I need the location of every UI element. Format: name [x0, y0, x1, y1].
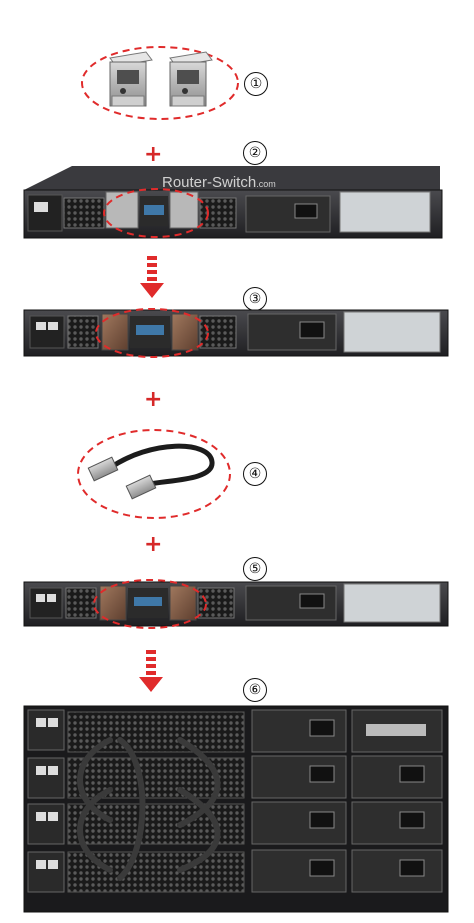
stacked-switch-2	[27, 755, 443, 799]
plus-sign-3: +	[144, 532, 163, 557]
stack-adapter-icon	[81, 46, 239, 120]
switch-rear-step-3	[23, 308, 449, 358]
arrow-down-icon	[139, 650, 163, 692]
switch-rear-step-2	[23, 166, 443, 239]
step-2-number: ②	[243, 141, 267, 165]
watermark-text: Router-Switch.com	[162, 174, 276, 191]
stack-cable-icon	[77, 429, 231, 519]
arrow-down-icon	[140, 256, 164, 298]
step-6-number: ⑥	[243, 678, 267, 702]
step-4-number: ④	[243, 462, 267, 486]
stack-adapter-left	[109, 51, 153, 107]
switch-stack	[23, 705, 449, 913]
plus-sign-1: +	[144, 142, 163, 167]
stack-cables	[77, 737, 221, 881]
switch-rear-step-5	[23, 579, 449, 629]
step-1-number: ①	[244, 72, 268, 96]
stacked-switch-4	[27, 849, 443, 893]
stack-adapter-right	[169, 51, 213, 107]
stacked-switch-1	[27, 709, 443, 753]
plus-sign-2: +	[144, 387, 163, 412]
step-5-number: ⑤	[243, 557, 267, 581]
